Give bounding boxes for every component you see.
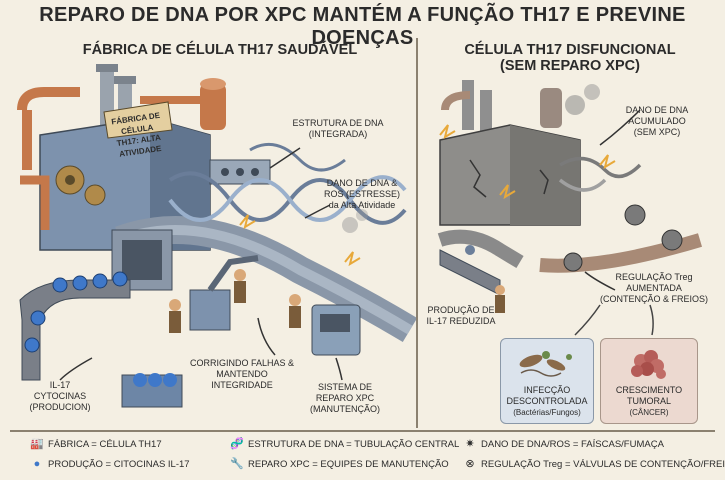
legend-text-sparks: DANO DE DNA/ROS = FAÍSCAS/FUMAÇA [481,438,664,450]
cytokines-line2: CYTOCINAS [33,391,87,401]
tumor-box: CRESCIMENTO TUMORAL (CÂNCER) [600,338,698,424]
valve-icon: ⊗ [465,458,475,470]
il17-line1: PRODUÇÃO DE [427,305,495,315]
dna-damage-label: DANO DE DNA & ROS (ESTRESSE) da Alta Ati… [316,178,408,211]
tumor-line2: TUMORAL [626,396,671,406]
tumor-label: CRESCIMENTO TUMORAL (CÂNCER) [601,385,697,418]
healthy-factory [17,64,418,408]
tumor-line1: CRESCIMENTO [615,385,683,395]
cytokines-label: IL-17 CYTOCINAS (PRODUCION) [20,380,100,413]
legend-item-spheres: ● PRODUÇÃO = CITOCINAS IL-17 [30,458,190,470]
dna-damage-line3: da Alta Atividade [328,200,396,210]
panel-divider [416,38,418,428]
cytokines-line3: (PRODUCION) [29,402,91,412]
legend-item-sparks: ✷ DANO DE DNA/ROS = FAÍSCAS/FUMAÇA [463,438,664,450]
infection-box: INFECÇÃO DESCONTROLADA (Bactérias/Fungos… [500,338,594,424]
dysfunctional-factory [437,80,703,336]
treg-line1: REGULAÇÃO Treg [615,272,693,282]
left-panel-heading: FÁBRICA DE CÉLULA TH17 SAUDÁVEL [82,42,358,58]
dna-structure-label: ESTRUTURA DE DNA (INTEGRADA) [288,118,388,140]
page-title: REPARO DE DNA POR XPC MANTÉM A FUNÇÃO TH… [39,4,686,49]
legend-text-spheres: PRODUÇÃO = CITOCINAS IL-17 [48,458,190,470]
legend-item-factory: 🏭 FÁBRICA = CÉLULA TH17 [30,438,162,450]
wrench-icon: 🔧 [230,458,244,470]
il17-reduced-label: PRODUÇÃO DE IL-17 REDUZIDA [420,305,502,327]
accum-line3: (SEM XPC) [633,127,681,137]
infection-line1: INFECÇÃO [523,385,571,395]
sparks-icon: ✷ [465,438,475,450]
legend-item-dna: 🧬 ESTRUTURA DE DNA = TUBULAÇÃO CENTRAL [230,438,459,450]
infection-line2: DESCONTROLADA [506,396,588,406]
dna-structure-line1: ESTRUTURA DE DNA [292,118,384,128]
dna-icon: 🧬 [230,438,244,450]
il17-line2: IL-17 REDUZIDA [426,316,496,326]
correcting-line1: CORRIGINDO FALHAS & [189,358,295,368]
legend-item-wrench: 🔧 REPARO XPC = EQUIPES DE MANUTENÇÃO [230,458,449,470]
legend-item-valve: ⊗ REGULAÇÃO Treg = VÁLVULAS DE CONTENÇÃO… [463,458,725,470]
bacteria-icon [519,351,572,377]
legend-text-dna: ESTRUTURA DE DNA = TUBULAÇÃO CENTRAL [248,438,460,450]
legend-text-factory: FÁBRICA = CÉLULA TH17 [48,438,162,450]
repair-line2: REPARO XPC [315,393,375,403]
spheres-icon: ● [33,458,41,470]
accum-line2: ACUMULADO [628,116,686,126]
legend-text-wrench: REPARO XPC = EQUIPES DE MANUTENÇÃO [248,458,449,470]
accumulated-damage-label: DANO DE DNA ACUMULADO (SEM XPC) [612,105,702,138]
right-heading-line2: (SEM REPARO XPC) [500,58,640,74]
tumor-line3: (CÂNCER) [629,408,669,417]
repair-system-label: SISTEMA DE REPARO XPC (MANUTENÇÃO) [300,382,390,415]
accum-line1: DANO DE DNA [625,105,689,115]
illustration [17,64,703,408]
legend-text-valve: REGULAÇÃO Treg = VÁLVULAS DE CONTENÇÃO/F… [481,458,725,470]
correcting-label: CORRIGINDO FALHAS & MANTENDO INTEGRIDADE [188,358,296,391]
tumor-icon [631,350,666,379]
treg-regulation-label: REGULAÇÃO Treg AUMENTADA (CONTENÇÃO & FR… [594,272,714,305]
treg-line2: AUMENTADA [626,283,682,293]
factory-sign: FÁBRICA DE CÉLULA TH17: ALTA ATIVIDADE [101,108,174,161]
right-heading-line1: CÉLULA TH17 DISFUNCIONAL [464,42,676,58]
repair-line3: (MANUTENÇÃO) [310,404,380,414]
right-panel-heading: CÉLULA TH17 DISFUNCIONAL (SEM REPARO XPC… [430,42,710,74]
infection-label: INFECÇÃO DESCONTROLADA (Bactérias/Fungos… [501,385,593,418]
legend: 🏭 FÁBRICA = CÉLULA TH17 🧬 ESTRUTURA DE D… [10,430,725,478]
dna-damage-line2: ROS (ESTRESSE) [323,189,400,199]
dna-damage-line1: DANO DE DNA & [326,178,398,188]
treg-line3: (CONTENÇÃO & FREIOS) [599,294,708,304]
correcting-line2: MANTENDO INTEGRIDADE [211,369,273,390]
repair-line1: SISTEMA DE [317,382,372,392]
dna-structure-line2: (INTEGRADA) [308,129,368,139]
factory-icon: 🏭 [30,438,44,450]
infection-line3: (Bactérias/Fungos) [513,408,581,417]
cytokines-line1: IL-17 [49,380,71,390]
